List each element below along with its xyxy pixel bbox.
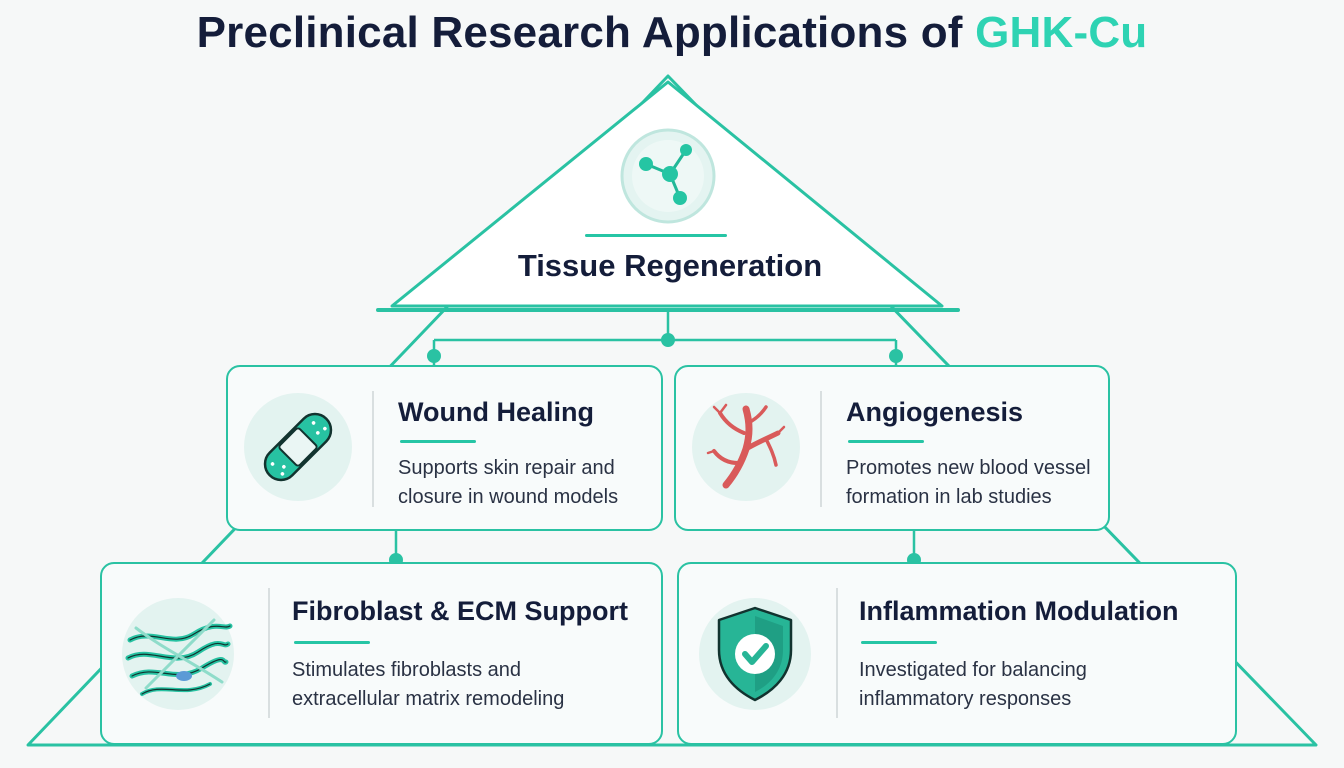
title-accent: GHK-Cu: [975, 8, 1148, 57]
card-title-rule: [861, 641, 937, 644]
card-description: Stimulates fibroblasts and extracellular…: [292, 656, 564, 714]
card-divider: [820, 391, 822, 507]
card-title-rule: [848, 440, 924, 443]
card-title: Wound Healing: [398, 397, 594, 427]
card-desc-line-2: inflammatory responses: [859, 688, 1072, 710]
card-desc-line-2: closure in wound models: [398, 486, 619, 508]
apex-divider: [585, 234, 727, 237]
card-description: Supports skin repair and closure in woun…: [398, 454, 618, 512]
card-divider: [268, 588, 270, 718]
card-inflammation-modulation: Inflammation Modulation Investigated for…: [677, 562, 1237, 745]
card-divider: [372, 391, 374, 507]
connector-node-left: [427, 349, 441, 363]
card-desc-line-1: Promotes new blood vessel: [846, 457, 1091, 479]
card-desc-line-1: Supports skin repair and: [398, 457, 615, 479]
apex-label: Tissue Regeneration: [517, 248, 823, 283]
card-description: Promotes new blood vessel formation in l…: [846, 454, 1091, 512]
title-main: Preclinical Research Applications of: [196, 8, 963, 57]
card-desc-line-2: formation in lab studies: [846, 486, 1052, 508]
card-description: Investigated for balancing inflammatory …: [859, 656, 1087, 714]
card-title: Fibroblast & ECM Support: [292, 596, 628, 626]
card-title-rule: [400, 440, 476, 443]
card-title: Inflammation Modulation: [859, 596, 1179, 626]
card-wound-healing: Wound Healing Supports skin repair and c…: [226, 365, 663, 531]
card-divider: [836, 588, 838, 718]
connector-node-right: [889, 349, 903, 363]
card-desc-line-1: Investigated for balancing: [859, 659, 1087, 681]
card-desc-line-1: Stimulates fibroblasts and: [292, 659, 522, 681]
card-title-rule: [294, 641, 370, 644]
card-desc-line-2: extracellular matrix remodeling: [292, 688, 565, 710]
card-title: Angiogenesis: [846, 397, 1024, 427]
card-fibroblast-ecm: Fibroblast & ECM Support Stimulates fibr…: [100, 562, 663, 745]
shield-check-icon: [699, 598, 811, 710]
blood-vessel-icon: [692, 393, 800, 501]
molecule-icon: [620, 128, 716, 224]
page-title: Preclinical Research Applications of GHK…: [0, 8, 1344, 58]
card-angiogenesis: Angiogenesis Promotes new blood vessel f…: [674, 365, 1110, 531]
fiber-icon: [122, 598, 234, 710]
bandage-icon: [244, 393, 352, 501]
